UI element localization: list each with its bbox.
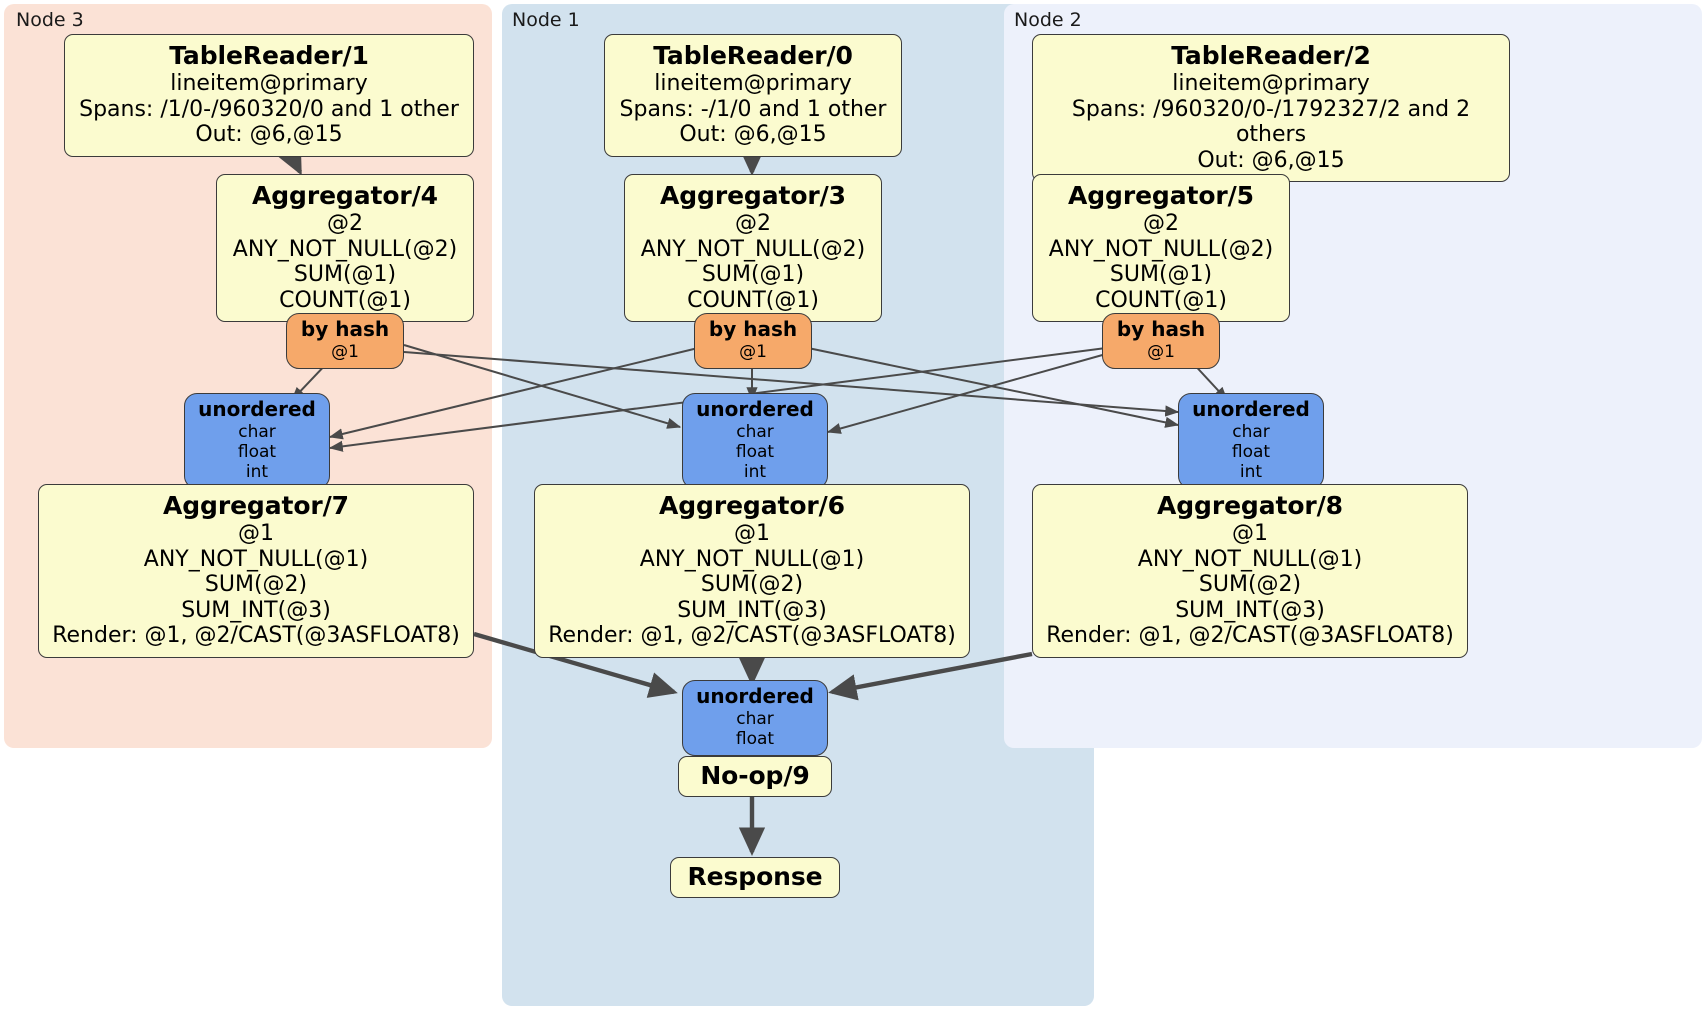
synchronizer-line: char	[736, 708, 774, 729]
processor-title: Aggregator/4	[252, 181, 438, 210]
processor-tablereader-2[interactable]: TableReader/2 lineitem@primary Spans: /9…	[1032, 34, 1510, 183]
processor-line: lineitem@primary	[170, 71, 368, 96]
processor-line: SUM(@2)	[1198, 572, 1302, 598]
processor-tablereader-0[interactable]: TableReader/0 lineitem@primary Spans: -/…	[604, 34, 902, 157]
node-panel-label-node1: Node 1	[512, 9, 580, 31]
processor-line: COUNT(@1)	[687, 287, 819, 313]
router-title: by hash	[1116, 317, 1206, 341]
processor-title: TableReader/1	[169, 41, 369, 70]
processor-line: Out: @6,@15	[1197, 147, 1345, 173]
synchronizer-unordered-right[interactable]: unordered char float int	[1178, 393, 1324, 489]
router-by-hash-left[interactable]: by hash @1	[286, 313, 404, 369]
processor-title: Aggregator/6	[659, 491, 845, 520]
synchronizer-line: int	[1239, 461, 1263, 482]
processor-line: Out: @6,@15	[195, 122, 343, 148]
processor-title: Aggregator/3	[660, 181, 846, 210]
processor-title: Response	[687, 862, 823, 891]
processor-line: ANY_NOT_NULL(@1)	[639, 546, 865, 572]
processor-line: Render: @1, @2/CAST(@3ASFLOAT8)	[1046, 623, 1454, 649]
processor-line: ANY_NOT_NULL(@2)	[232, 236, 458, 262]
synchronizer-unordered-left[interactable]: unordered char float int	[184, 393, 330, 489]
synchronizer-line: float	[1231, 441, 1271, 462]
synchronizer-title: unordered	[198, 397, 316, 421]
processor-line: lineitem@primary	[654, 71, 852, 96]
processor-line: SUM(@1)	[701, 262, 805, 288]
synchronizer-title: unordered	[696, 397, 814, 421]
processor-line: SUM(@1)	[1109, 262, 1213, 288]
router-by-hash-right[interactable]: by hash @1	[1102, 313, 1220, 369]
node-panel-label-node2: Node 2	[1014, 9, 1082, 31]
processor-title: Aggregator/7	[163, 491, 349, 520]
processor-aggregator-3[interactable]: Aggregator/3 @2 ANY_NOT_NULL(@2) SUM(@1)…	[624, 174, 882, 323]
processor-line: COUNT(@1)	[1095, 287, 1227, 313]
processor-line: SUM(@2)	[204, 572, 308, 598]
processor-line: @1	[238, 521, 274, 546]
processor-title: Aggregator/5	[1068, 181, 1254, 210]
processor-line: COUNT(@1)	[279, 287, 411, 313]
processor-aggregator-8[interactable]: Aggregator/8 @1 ANY_NOT_NULL(@1) SUM(@2)…	[1032, 484, 1468, 658]
synchronizer-line: char	[238, 421, 276, 442]
processor-aggregator-7[interactable]: Aggregator/7 @1 ANY_NOT_NULL(@1) SUM(@2)…	[38, 484, 474, 658]
processor-aggregator-5[interactable]: Aggregator/5 @2 ANY_NOT_NULL(@2) SUM(@1)…	[1032, 174, 1290, 323]
synchronizer-unordered-final[interactable]: unordered char float	[682, 680, 828, 756]
router-line: @1	[1147, 341, 1175, 362]
processor-line: ANY_NOT_NULL(@2)	[1048, 236, 1274, 262]
processor-line: SUM_INT(@3)	[181, 597, 331, 623]
processor-line: SUM(@1)	[293, 262, 397, 288]
processor-line: @2	[735, 211, 771, 236]
synchronizer-line: float	[735, 441, 775, 462]
router-title: by hash	[708, 317, 798, 341]
processor-line: SUM_INT(@3)	[677, 597, 827, 623]
processor-title: No-op/9	[700, 761, 810, 790]
processor-line: ANY_NOT_NULL(@1)	[1137, 546, 1363, 572]
processor-line: lineitem@primary	[1172, 71, 1370, 96]
router-line: @1	[739, 341, 767, 362]
router-title: by hash	[300, 317, 390, 341]
processor-line: Spans: -/1/0 and 1 other	[619, 96, 887, 122]
processor-aggregator-4[interactable]: Aggregator/4 @2 ANY_NOT_NULL(@2) SUM(@1)…	[216, 174, 474, 323]
processor-aggregator-6[interactable]: Aggregator/6 @1 ANY_NOT_NULL(@1) SUM(@2)…	[534, 484, 970, 658]
processor-line: Render: @1, @2/CAST(@3ASFLOAT8)	[548, 623, 956, 649]
processor-tablereader-1[interactable]: TableReader/1 lineitem@primary Spans: /1…	[64, 34, 474, 157]
processor-line: @1	[1232, 521, 1268, 546]
router-by-hash-mid[interactable]: by hash @1	[694, 313, 812, 369]
synchronizer-unordered-mid[interactable]: unordered char float int	[682, 393, 828, 489]
processor-no-op-9[interactable]: No-op/9	[678, 756, 832, 797]
processor-line: @2	[1143, 211, 1179, 236]
synchronizer-line: char	[1232, 421, 1270, 442]
processor-line: ANY_NOT_NULL(@2)	[640, 236, 866, 262]
processor-line: @2	[327, 211, 363, 236]
processor-response[interactable]: Response	[670, 857, 840, 898]
processor-line: SUM_INT(@3)	[1175, 597, 1325, 623]
processor-line: @1	[734, 521, 770, 546]
synchronizer-line: float	[735, 728, 775, 749]
node-panel-label-node3: Node 3	[16, 9, 84, 31]
processor-title: TableReader/0	[653, 41, 853, 70]
synchronizer-line: char	[736, 421, 774, 442]
processor-title: Aggregator/8	[1157, 491, 1343, 520]
processor-line: SUM(@2)	[700, 572, 804, 598]
processor-line: ANY_NOT_NULL(@1)	[143, 546, 369, 572]
processor-line: Spans: /1/0-/960320/0 and 1 other	[79, 96, 459, 122]
synchronizer-line: int	[245, 461, 269, 482]
synchronizer-line: float	[237, 441, 277, 462]
synchronizer-title: unordered	[1192, 397, 1310, 421]
processor-line: Spans: /960320/0-/1792327/2 and 2 others	[1071, 96, 1471, 148]
synchronizer-title: unordered	[696, 684, 814, 708]
processor-line: Render: @1, @2/CAST(@3ASFLOAT8)	[52, 623, 460, 649]
processor-title: TableReader/2	[1171, 41, 1371, 70]
router-line: @1	[331, 341, 359, 362]
processor-line: Out: @6,@15	[679, 122, 827, 148]
synchronizer-line: int	[743, 461, 767, 482]
